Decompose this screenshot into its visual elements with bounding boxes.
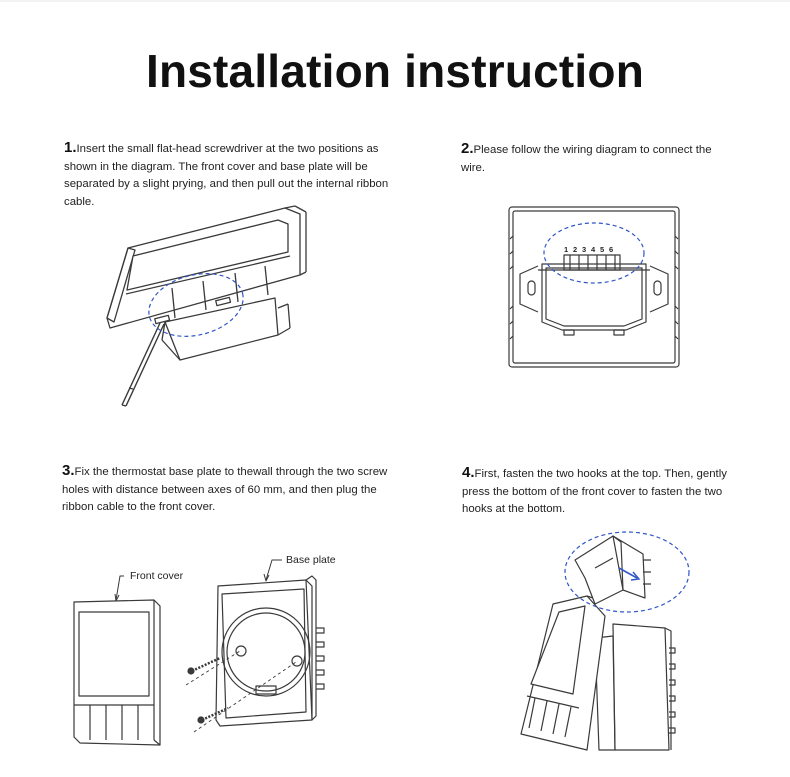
step-2-wiring-diagram: 1 2 3 4 5 6 [508, 206, 680, 368]
step-4-number: 4. [462, 464, 475, 481]
step-2: 2.Please follow the wiring diagram to co… [461, 140, 731, 177]
front-cover-label: Front cover [130, 570, 184, 582]
base-plate-label: Base plate [286, 554, 336, 566]
step-2-number: 2. [461, 140, 474, 157]
step-3-illustration: Front cover Base plate [73, 554, 336, 746]
step-3: 3.Fix the thermostat base plate to thewa… [62, 462, 392, 517]
terminal-label-2: 2 [573, 245, 577, 254]
step-2-text: Please follow the wiring diagram to conn… [461, 144, 712, 174]
step-1: 1.Insert the small flat-head screwdriver… [64, 139, 394, 211]
step-3-text: Fix the thermostat base plate to thewall… [62, 466, 388, 513]
terminal-label-5: 5 [600, 245, 604, 254]
top-divider [0, 0, 790, 2]
step-1-illustration [106, 205, 307, 407]
terminal-label-1: 1 [564, 245, 568, 254]
step-1-number: 1. [64, 139, 77, 156]
page-title: Installation instruction [145, 45, 645, 97]
terminal-label-6: 6 [609, 245, 613, 254]
terminal-label-4: 4 [591, 245, 596, 254]
step-1-text: Insert the small flat-head screwdriver a… [64, 143, 389, 208]
step-4-text: First, fasten the two hooks at the top. … [462, 468, 727, 515]
terminal-label-3: 3 [582, 245, 586, 254]
step-4-illustration [520, 531, 690, 751]
step-4: 4.First, fasten the two hooks at the top… [462, 464, 752, 519]
step-3-number: 3. [62, 462, 75, 479]
